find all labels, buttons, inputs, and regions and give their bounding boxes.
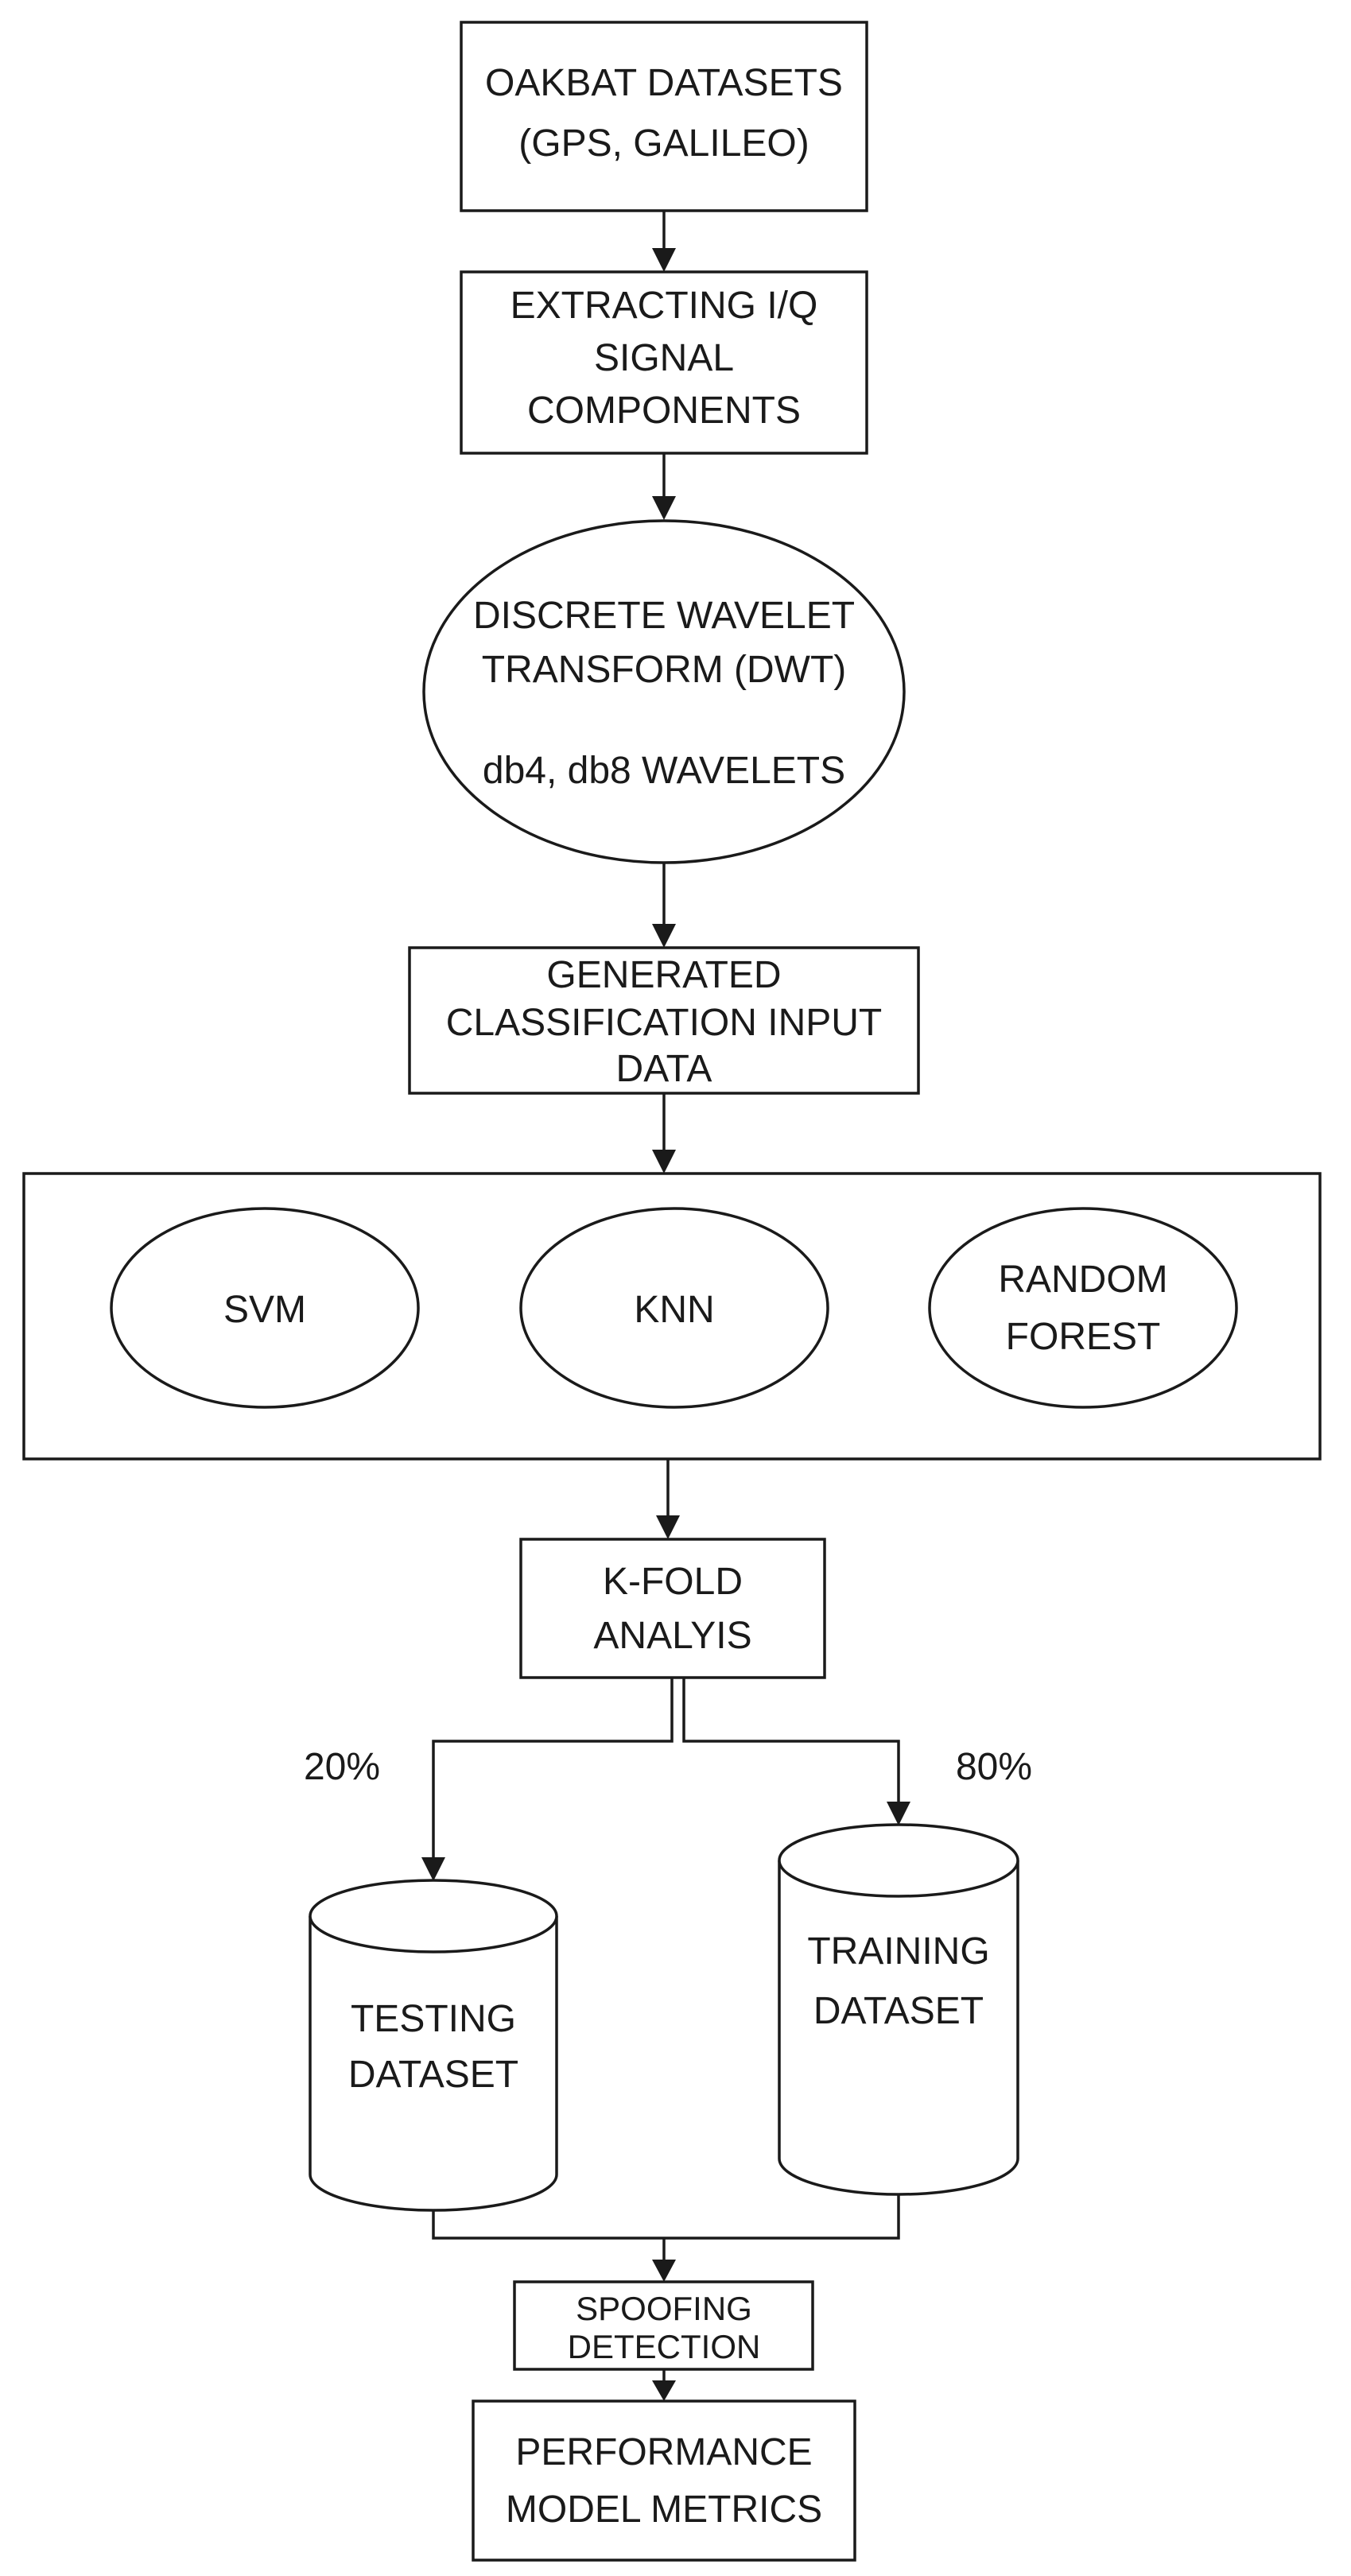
test-pct-label: 20%: [304, 1746, 380, 1788]
spoofing-detection-box: [513, 2280, 814, 2371]
generated-label-line3: DATA: [616, 1048, 712, 1090]
random-forest-label-line1: RANDOM: [998, 1259, 1167, 1301]
performance-metrics-box: [472, 2399, 856, 2562]
training-label-line2: DATASET: [813, 1990, 984, 2032]
connectors: [421, 211, 910, 2401]
performance-label-line2: MODEL METRICS: [506, 2489, 822, 2531]
generated-label-line1: GENERATED: [546, 954, 781, 996]
arrow-kfold-to-training: [682, 1678, 900, 1803]
dwt-label-line2: TRANSFORM (DWT): [482, 649, 847, 691]
train-pct-label: 80%: [956, 1746, 1032, 1788]
dwt-ellipse: [422, 519, 906, 864]
kfold-label-line2: ANALYIS: [593, 1615, 751, 1657]
extract-label-line3: COMPONENTS: [527, 390, 801, 432]
generated-input-box: [408, 946, 920, 1095]
spoofing-label-line2: DETECTION: [568, 2328, 761, 2365]
testing-label-line1: TESTING: [351, 1998, 516, 2040]
dwt-label-line4: db4, db8 WAVELETS: [483, 750, 845, 792]
oakbat-label-line1: OAKBAT DATASETS: [485, 62, 843, 104]
oakbat-label-line2: (GPS, GALILEO): [518, 122, 809, 165]
arrowhead-spoofing: [652, 2260, 676, 2282]
svm-ellipse: [110, 1207, 420, 1409]
knn-label: KNN: [634, 1289, 714, 1331]
training-dataset-cylinder: [778, 1823, 1019, 2196]
kfold-label-line1: K-FOLD: [603, 1561, 743, 1603]
kfold-box: [519, 1538, 826, 1679]
extract-label-line1: EXTRACTING I/Q: [511, 285, 818, 327]
generated-label-line2: CLASSIFICATION INPUT: [446, 1002, 883, 1044]
extracting-iq-box: [460, 270, 868, 455]
arrowhead-models: [652, 1150, 676, 1174]
arrow-testing-to-spoofing: [432, 2194, 900, 2240]
arrowhead-training: [887, 1802, 910, 1825]
arrowhead-extract: [652, 248, 676, 272]
testing-label-line2: DATASET: [348, 2054, 518, 2096]
extract-label-line2: SIGNAL: [594, 337, 734, 379]
arrowhead-generated: [652, 924, 676, 948]
knn-ellipse: [519, 1207, 829, 1409]
arrowhead-performance: [652, 2380, 676, 2401]
oakbat-datasets-box: [460, 21, 868, 212]
training-label-line1: TRAINING: [807, 1930, 989, 1973]
arrow-kfold-to-testing: [432, 1678, 674, 1859]
arrowhead-testing: [421, 1857, 445, 1881]
random-forest-ellipse: [928, 1207, 1238, 1409]
dwt-label-line1: DISCRETE WAVELET: [473, 595, 855, 637]
random-forest-label-line2: FOREST: [1006, 1316, 1161, 1358]
spoofing-label-line1: SPOOFING: [576, 2290, 752, 2327]
arrowhead-kfold: [656, 1515, 680, 1539]
arrowhead-dwt: [652, 496, 676, 520]
testing-dataset-cylinder: [309, 1879, 558, 2212]
performance-label-line1: PERFORMANCE: [515, 2431, 812, 2473]
svm-label: SVM: [223, 1289, 306, 1331]
